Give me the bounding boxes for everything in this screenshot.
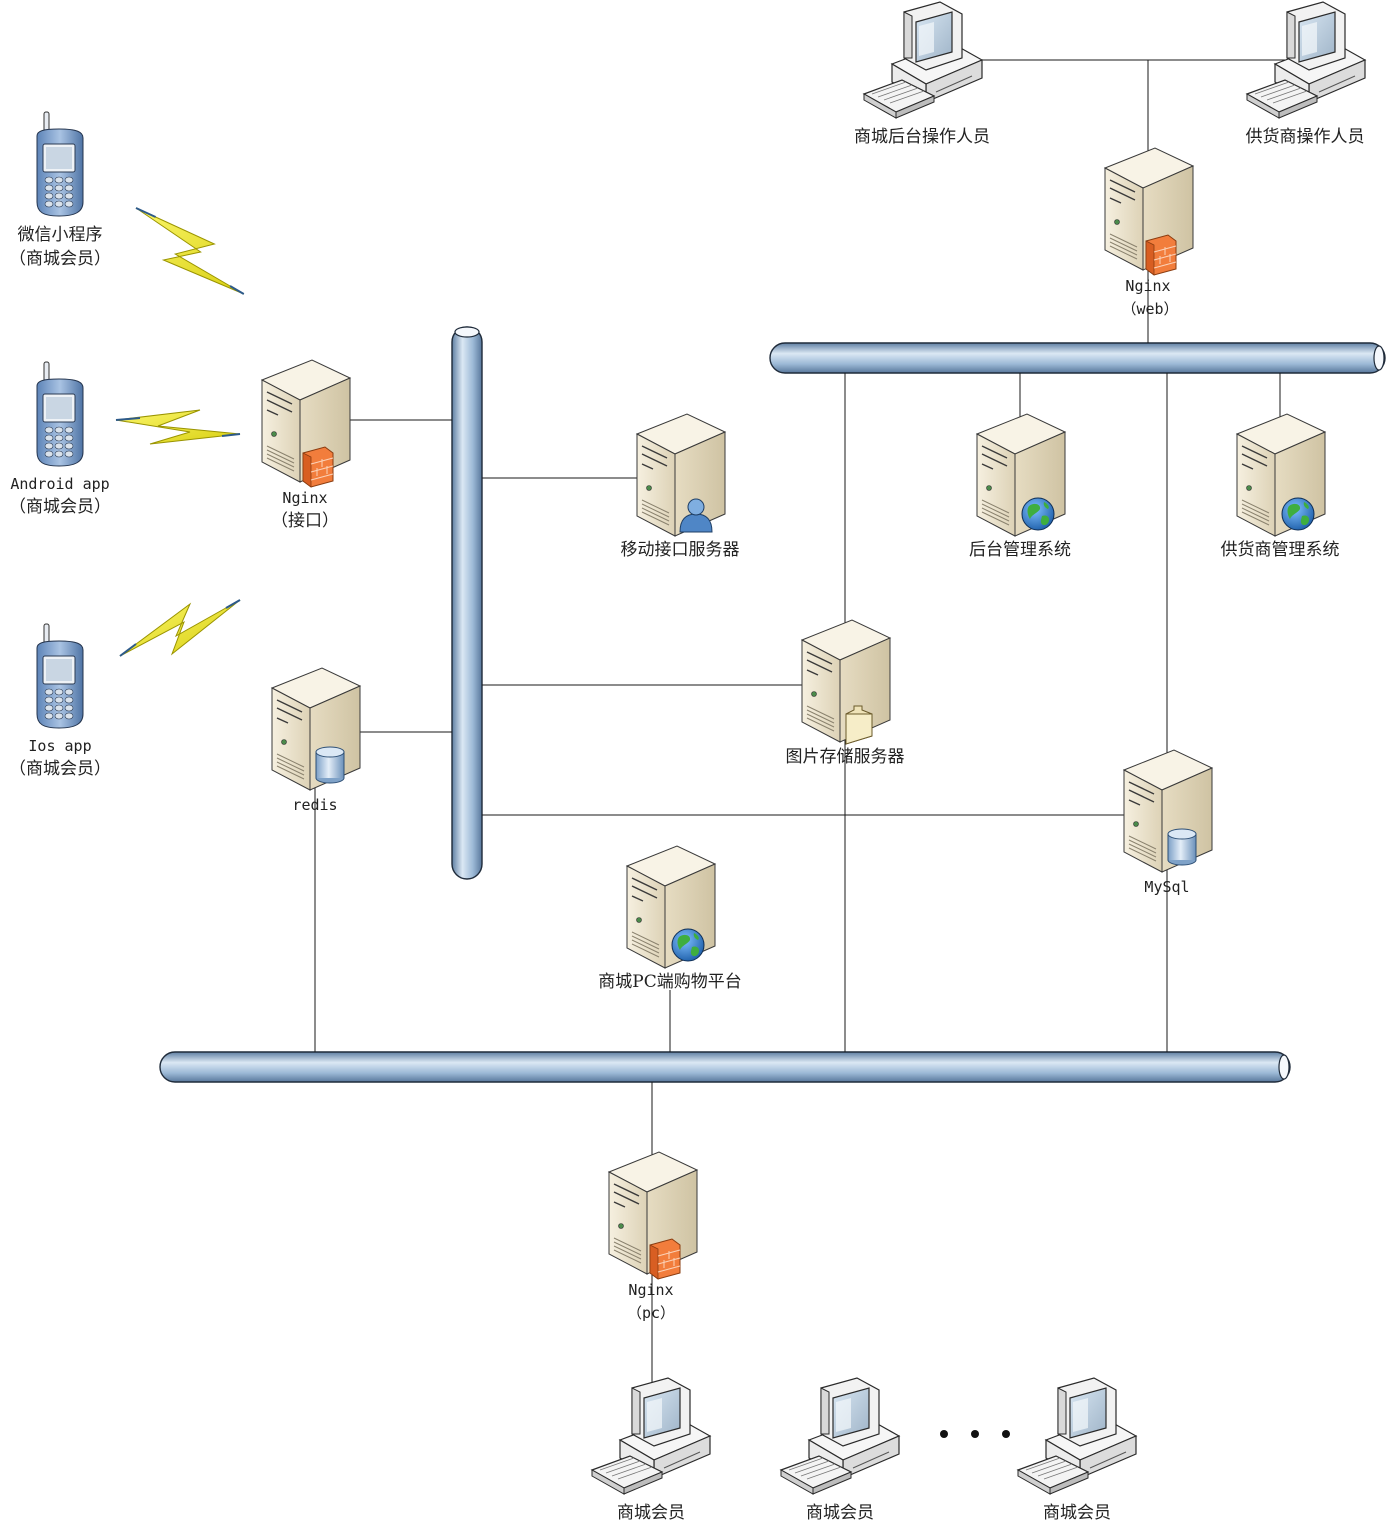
desktop-computer-icon (1017, 1377, 1137, 1495)
wechat-label-line2: （商城会员） (9, 249, 111, 269)
mobile-phone-icon (36, 111, 84, 217)
nginx-web-label-line2: （web） (1121, 300, 1178, 318)
mobile-phone-icon (36, 623, 84, 729)
pc-mall-label: 商城PC端购物平台 (598, 972, 741, 992)
member-label-3: 商城会员 (1043, 1503, 1111, 1523)
wechat-mini-program-node: 微信小程序 （商城会员） (9, 111, 111, 269)
firewall-icon (302, 446, 334, 488)
member-workstation-1: 商城会员 (591, 1377, 711, 1523)
redis-label: redis (292, 796, 337, 814)
mobile-api-server-node: 移动接口服务器 (621, 413, 740, 560)
server-icon (636, 413, 726, 537)
wechat-label-line1: 微信小程序 (18, 225, 103, 245)
firewall-icon (649, 1238, 681, 1280)
desktop-computer-icon (780, 1377, 900, 1495)
supplier-system-server-node: 供货商管理系统 (1221, 413, 1340, 560)
desktop-computer-icon (863, 1, 983, 119)
ios-label-line1: Ios app (28, 737, 91, 755)
globe-icon (1021, 497, 1055, 531)
top-bus-pipe (769, 342, 1386, 374)
admin-operator-node: 商城后台操作人员 (854, 1, 990, 147)
android-label-line2: （商城会员） (9, 497, 111, 517)
wireless-link-wechat (135, 207, 245, 295)
nginx-web-label-line1: Nginx (1125, 277, 1170, 295)
vertical-bus-pipe (451, 326, 483, 880)
globe-icon (1281, 497, 1315, 531)
supplier-operator-node: 供货商操作人员 (1246, 1, 1366, 147)
mysql-label: MySql (1144, 878, 1189, 896)
ios-app-node: Ios app （商城会员） (9, 623, 111, 779)
admin-system-server-node: 后台管理系统 (969, 413, 1071, 560)
wireless-link-ios (119, 599, 241, 657)
mysql-server-node: MySql (1123, 749, 1213, 896)
image-storage-server-node: 图片存储服务器 (786, 619, 905, 767)
nginx-web-node: Nginx （web） (1104, 147, 1194, 318)
admin-system-label: 后台管理系统 (969, 540, 1071, 560)
desktop-computer-icon (591, 1377, 711, 1495)
bottom-bus-pipe (159, 1051, 1291, 1083)
mobile-api-label: 移动接口服务器 (621, 540, 740, 560)
database-icon (315, 746, 345, 784)
wireless-link-android (115, 409, 241, 445)
nginx-pc-label-line2: （pc） (627, 1304, 675, 1322)
pc-mall-server-node: 商城PC端购物平台 (598, 845, 742, 992)
database-icon (1167, 828, 1197, 866)
android-label-line1: Android app (10, 475, 109, 493)
globe-icon (671, 928, 705, 962)
firewall-icon (1145, 234, 1177, 276)
supplier-operator-label: 供货商操作人员 (1246, 127, 1365, 147)
nginx-api-label-line2: （接口） (271, 511, 339, 531)
member-label-2: 商城会员 (806, 1503, 874, 1523)
admin-operator-label: 商城后台操作人员 (854, 127, 990, 147)
ios-label-line2: （商城会员） (9, 759, 111, 779)
image-storage-label: 图片存储服务器 (786, 747, 905, 767)
supplier-system-label: 供货商管理系统 (1221, 540, 1340, 560)
nginx-pc-node: Nginx （pc） (608, 1151, 698, 1322)
nginx-api-label-line1: Nginx (282, 489, 327, 507)
nginx-pc-label-line1: Nginx (628, 1281, 673, 1299)
android-app-node: Android app （商城会员） (9, 361, 111, 517)
mobile-phone-icon (36, 361, 84, 467)
member-workstation-2: 商城会员 (780, 1377, 900, 1523)
ellipsis-dots (940, 1430, 1010, 1438)
member-label-1: 商城会员 (617, 1503, 685, 1523)
redis-node: redis (271, 667, 361, 814)
nginx-api-node: Nginx （接口） (261, 359, 351, 531)
member-workstation-3: 商城会员 (1017, 1377, 1137, 1523)
